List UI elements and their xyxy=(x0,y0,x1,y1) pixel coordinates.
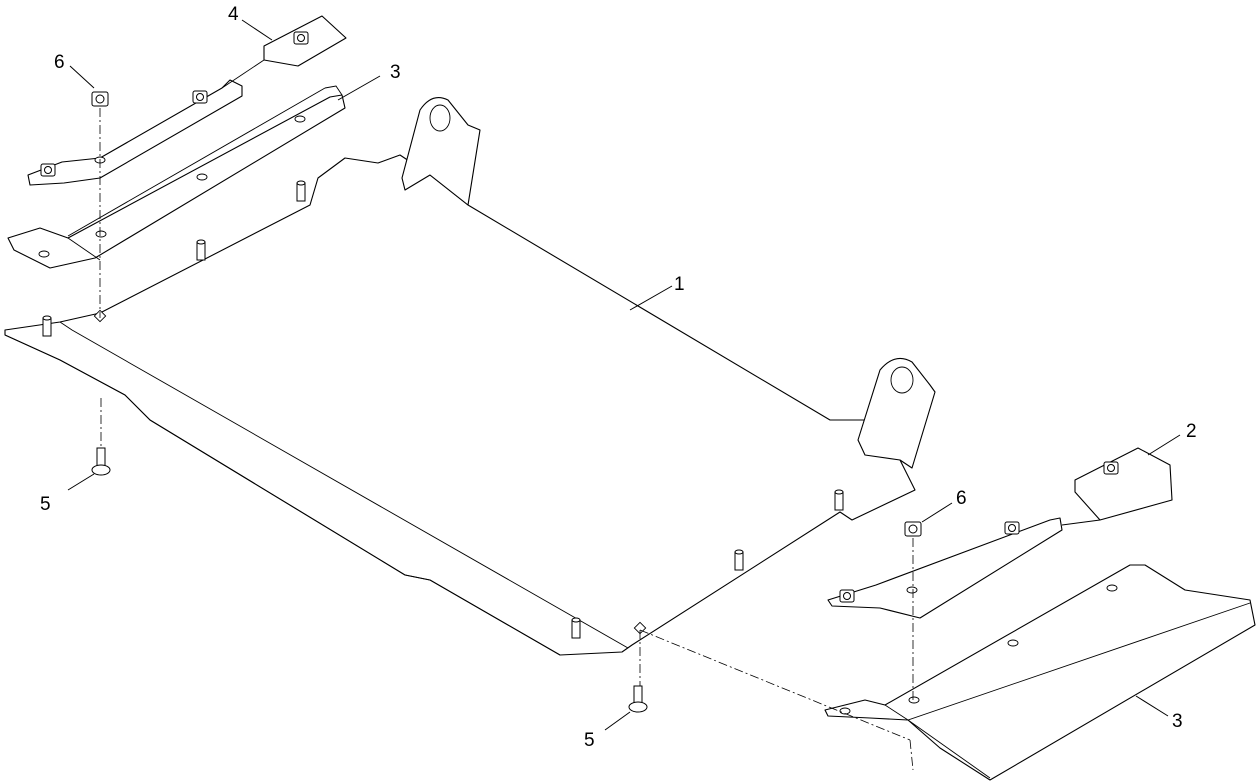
nut-4a xyxy=(40,163,56,177)
assembly-centerlines xyxy=(99,108,914,771)
stud-1 xyxy=(42,315,52,337)
bolt-bottom xyxy=(628,685,648,713)
stud-6 xyxy=(834,489,844,511)
stud-4 xyxy=(571,617,581,639)
side-rail-upper-left xyxy=(7,85,346,269)
nut-strip-lower-right xyxy=(827,447,1173,619)
callout-6-left: 6 xyxy=(54,52,65,73)
main-skid-plate xyxy=(4,97,936,656)
nut-4c xyxy=(293,31,309,45)
bolt-left xyxy=(91,447,111,476)
callout-4: 4 xyxy=(228,4,239,25)
nut-2c xyxy=(1103,461,1119,475)
callout-3-bottom: 3 xyxy=(1172,711,1183,732)
flange-nut-left xyxy=(91,91,109,107)
callout-6-right: 6 xyxy=(956,488,967,509)
callout-5-left: 5 xyxy=(40,494,51,515)
callout-5-bottom: 5 xyxy=(584,730,595,751)
stud-5 xyxy=(734,549,744,571)
flange-nut-right xyxy=(904,521,922,537)
nut-2a xyxy=(839,589,855,603)
callout-1: 1 xyxy=(674,274,685,295)
nut-4b xyxy=(192,90,208,104)
leader-lines xyxy=(67,19,1181,731)
nut-2b xyxy=(1004,521,1020,535)
callout-3-top: 3 xyxy=(390,62,401,83)
stud-3 xyxy=(296,180,306,202)
side-rail-lower-right xyxy=(824,564,1256,781)
nut-strip-upper-left xyxy=(27,15,347,186)
callout-2: 2 xyxy=(1186,421,1197,442)
stud-2 xyxy=(196,239,206,261)
